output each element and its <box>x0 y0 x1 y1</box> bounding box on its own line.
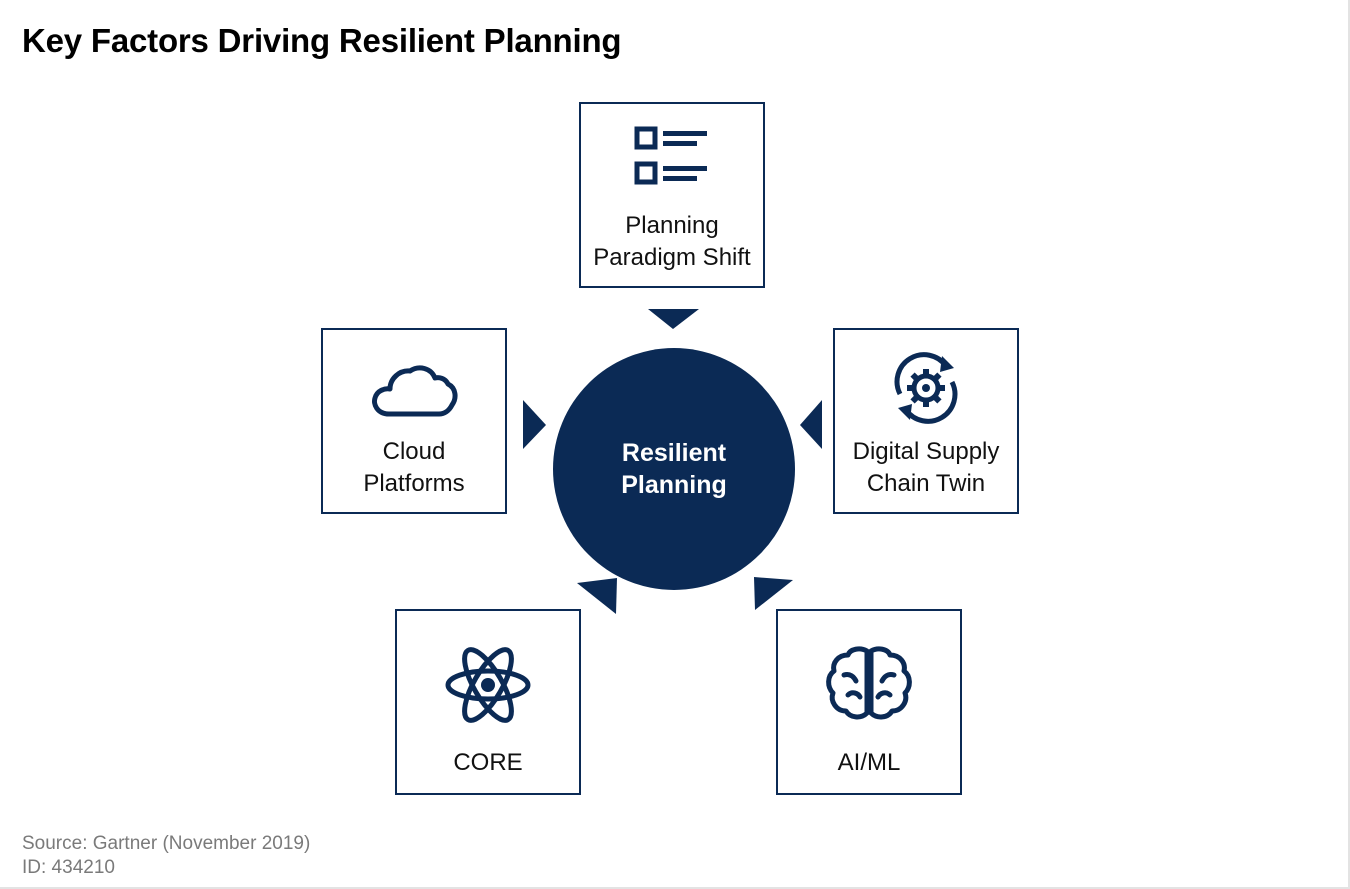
cloud-icon <box>323 360 505 420</box>
source-id: ID: 434210 <box>22 857 115 878</box>
checklist-icon <box>581 126 763 188</box>
factor-label: Digital Supply Chain Twin <box>852 438 1000 497</box>
arrow-right <box>800 400 822 449</box>
center-node-resilient-planning: Resilient Planning <box>553 348 795 590</box>
factor-box-core: CORE <box>395 609 581 795</box>
arrow-top <box>648 309 699 329</box>
figure-title: Key Factors Driving Resilient Planning <box>22 22 622 59</box>
factor-box-planning-paradigm-shift: Planning Paradigm Shift <box>579 102 765 288</box>
arrow-bottom-right <box>754 577 793 610</box>
atom-icon <box>397 645 579 725</box>
arrow-left <box>523 400 546 449</box>
source-note: Source: Gartner (November 2019) ID: 4342… <box>22 832 310 880</box>
arrow-bottom-left <box>577 578 617 614</box>
factor-box-ai-ml: AI/ML <box>776 609 962 795</box>
gear-cycle-icon <box>835 348 1017 428</box>
factor-label: Cloud Platforms <box>363 438 465 497</box>
center-label-line2: Planning <box>621 471 727 499</box>
brain-icon <box>778 645 960 721</box>
factor-label: CORE <box>453 749 523 776</box>
factor-box-cloud-platforms: Cloud Platforms <box>321 328 507 514</box>
factor-box-digital-supply-chain-twin: Digital Supply Chain Twin <box>833 328 1019 514</box>
center-label-line1: Resilient <box>621 439 727 467</box>
source-citation: Source: Gartner (November 2019) <box>22 833 311 854</box>
factor-label: Planning Paradigm Shift <box>593 212 751 271</box>
factor-label: AI/ML <box>837 749 901 776</box>
